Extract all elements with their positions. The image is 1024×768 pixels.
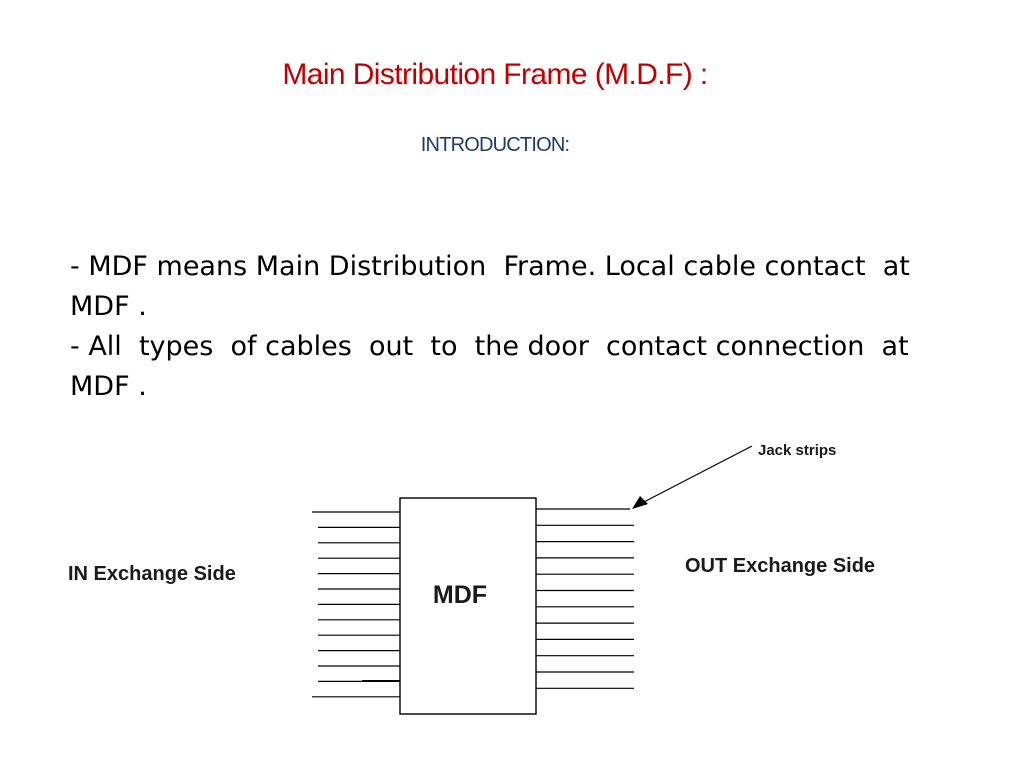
jack-strips-label: Jack strips: [758, 442, 836, 459]
slide-subtitle: INTRODUCTION:: [420, 134, 570, 156]
jack-strips-arrowhead: [632, 496, 648, 509]
mdf-box-label: MDF: [433, 581, 487, 609]
in-side-lines: [312, 511, 402, 698]
out-side-lines: [536, 508, 634, 689]
slide-body: - MDF means Main Distribution Frame. Loc…: [70, 247, 960, 407]
in-exchange-side-label: IN Exchange Side: [68, 563, 236, 585]
mdf-box: [399, 497, 537, 715]
jack-strips-arrow-line: [639, 445, 753, 505]
bullet-paragraph-2: - All types of cables out to the door co…: [70, 331, 926, 402]
out-exchange-side-label: OUT Exchange Side: [685, 555, 875, 577]
slide-title: Main Distribution Frame (M.D.F) :: [282, 58, 708, 91]
bullet-paragraph-1: - MDF means Main Distribution Frame. Loc…: [70, 251, 928, 322]
